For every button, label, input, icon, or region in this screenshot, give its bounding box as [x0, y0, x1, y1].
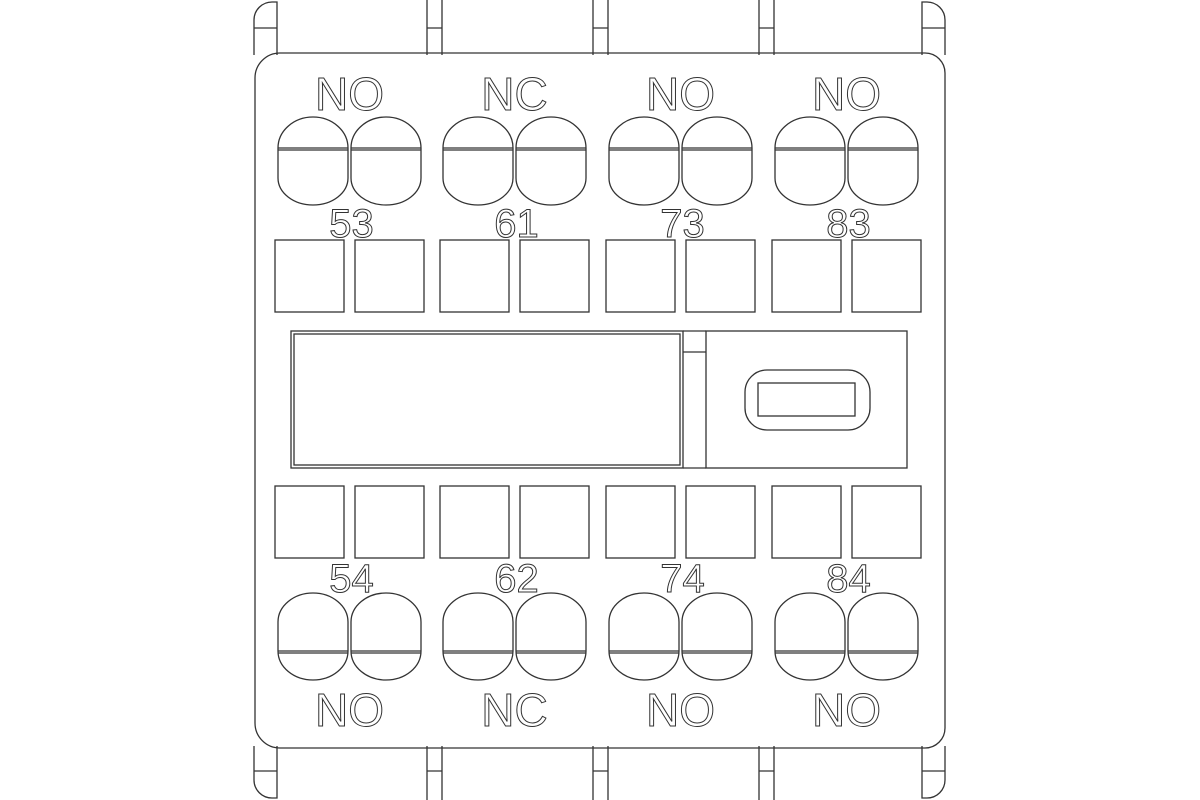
terminal-number-top: 61 [494, 202, 539, 246]
wire-entry-top [519, 239, 590, 313]
top-tab [426, 0, 443, 55]
wire-entry-top [771, 239, 842, 313]
bottom-right-tab [921, 746, 946, 799]
wire-entry-top [274, 239, 345, 313]
label-window-divider [683, 330, 706, 469]
top-right-tab [921, 1, 946, 55]
top-tab [758, 0, 775, 55]
bottom-tab [426, 746, 443, 800]
wire-entry-bottom [685, 485, 756, 559]
screw-terminal-top [442, 116, 514, 206]
wire-entry-top [685, 239, 756, 313]
contact-type-label-bottom: NO [812, 684, 881, 736]
contact-type-label-top: NO [646, 68, 715, 120]
indicator-panel [705, 330, 908, 469]
wire-entry-bottom [354, 485, 425, 559]
wire-entry-bottom [439, 485, 510, 559]
indicator-window [757, 382, 856, 417]
wire-entry-top [439, 239, 510, 313]
terminal-number-bottom: 84 [826, 557, 871, 601]
housing [253, 0, 946, 800]
terminal-number-top: 83 [826, 202, 871, 246]
contact-type-label-bottom: NO [315, 684, 384, 736]
bottom-tab [592, 746, 609, 800]
wire-entry-top [354, 239, 425, 313]
terminal-number-bottom: 54 [329, 557, 374, 601]
wire-entry-bottom [274, 485, 345, 559]
screw-terminal-bottom [442, 592, 514, 681]
screw-terminal-top [847, 116, 919, 206]
wire-entry-top [605, 239, 676, 313]
wire-entry-top [851, 239, 922, 313]
wire-entry-bottom [851, 485, 922, 559]
contact-type-label-top: NO [812, 68, 881, 120]
indicator-oval [744, 369, 871, 431]
contact-type-label-bottom: NO [646, 684, 715, 736]
screw-terminal-bottom [277, 592, 349, 681]
screw-terminal-bottom [681, 592, 753, 681]
label-window [290, 330, 684, 469]
screw-terminal-bottom [515, 592, 587, 681]
contact-type-label-top: NC [481, 68, 547, 120]
contact-type-label-bottom: NC [481, 684, 547, 736]
wire-entry-bottom [605, 485, 676, 559]
top-tab [592, 0, 609, 55]
body-outline [254, 52, 946, 749]
screw-terminal-top [608, 116, 680, 206]
contact-type-label-top: NO [315, 68, 384, 120]
wire-entry-bottom [519, 485, 590, 559]
screw-terminal-top [277, 116, 349, 206]
screw-terminal-top [350, 116, 422, 206]
top-left-tab [253, 1, 278, 55]
screw-terminal-bottom [847, 592, 919, 681]
screw-terminal-bottom [774, 592, 846, 681]
terminal-number-bottom: 74 [660, 557, 705, 601]
terminal-number-top: 53 [329, 202, 374, 246]
screw-terminal-bottom [350, 592, 422, 681]
label-window-inner [293, 333, 681, 466]
bottom-left-tab [253, 746, 278, 799]
bottom-tab [758, 746, 775, 800]
screw-terminal-top [774, 116, 846, 206]
terminal-number-top: 73 [660, 202, 705, 246]
screw-terminal-top [681, 116, 753, 206]
terminal-number-bottom: 62 [494, 557, 539, 601]
screw-terminal-bottom [608, 592, 680, 681]
wire-entry-bottom [771, 485, 842, 559]
screw-terminal-top [515, 116, 587, 206]
